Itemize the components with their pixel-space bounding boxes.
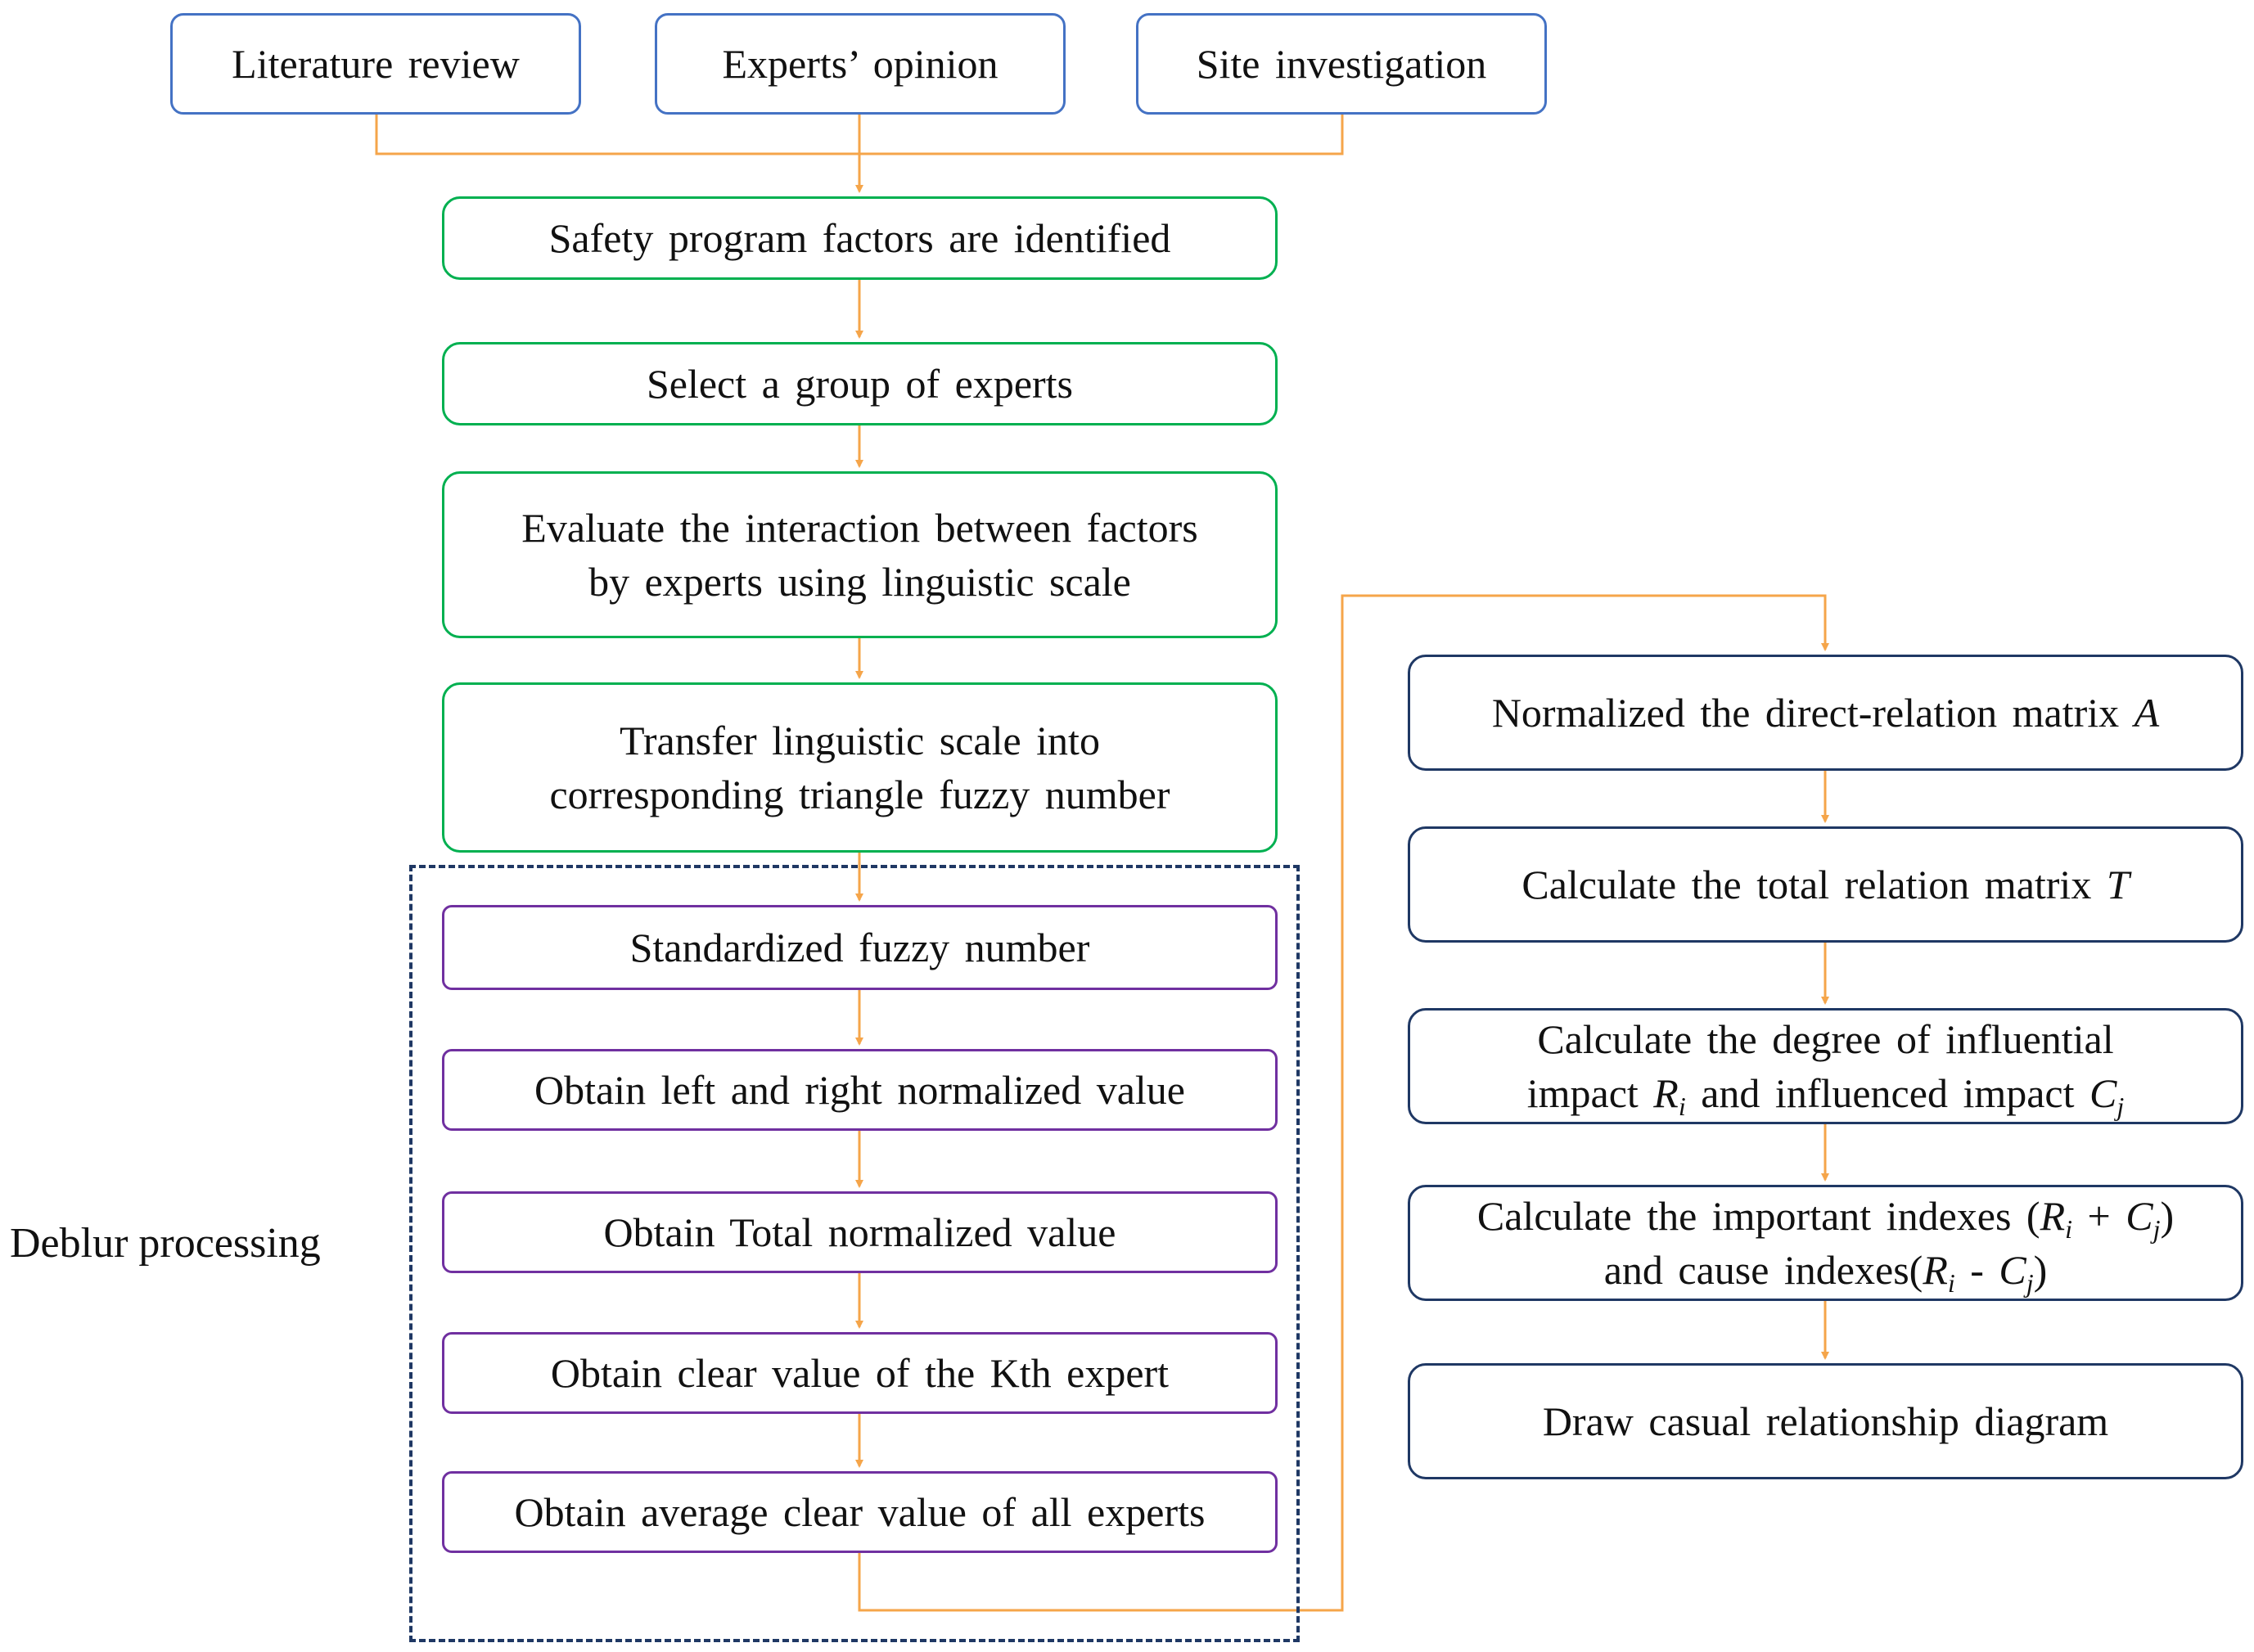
c-symbol: C [2089, 1070, 2117, 1116]
source-site-investigation-label: Site investigation [1196, 41, 1487, 87]
deblur-step-standardized-label: Standardized fuzzy number [629, 925, 1090, 970]
c-subscript: j [2153, 1214, 2161, 1244]
dematel-step-causal-diagram: Draw casual relationship diagram [1408, 1363, 2243, 1479]
c-symbol: C [2126, 1193, 2153, 1239]
minus-sign: - [1954, 1247, 1999, 1293]
step-identify-factors-label: Safety program factors are identified [548, 215, 1171, 261]
c-subscript: j [2026, 1268, 2034, 1298]
deblur-step-kth-expert-label: Obtain clear value of the Kth expert [550, 1350, 1170, 1396]
dematel-step-indexes-line-1: Calculate the important indexes (Ri + Cj… [1477, 1189, 2174, 1243]
source-experts-opinion: Experts’ opinion [655, 13, 1066, 115]
deblur-processing-frame [409, 865, 1300, 1642]
deblur-step-total-normalized: Obtain Total normalized value [442, 1191, 1278, 1273]
dematel-step-normalize: Normalized the direct-relation matrix A [1408, 655, 2243, 771]
matrix-a-symbol: A [2134, 690, 2160, 736]
dematel-step-normalize-text: Normalized the direct-relation matrix [1491, 690, 2135, 736]
step-evaluate-interaction-line-1: Evaluate the interaction between factors [521, 505, 1198, 551]
deblur-step-standardized: Standardized fuzzy number [442, 905, 1278, 990]
dematel-step-causal-diagram-label: Draw casual relationship diagram [1542, 1398, 2109, 1444]
connector-deblur-to-dematel [858, 594, 1829, 1612]
dematel-step-influential-impact-line-1: Calculate the degree of influential [1537, 1016, 2114, 1062]
r-subscript: i [1678, 1092, 1686, 1121]
important-indexes-text: Calculate the important indexes ( [1476, 1193, 2040, 1239]
dematel-step-normalize-label: Normalized the direct-relation matrix A [1492, 686, 2159, 740]
r-subscript: i [2065, 1214, 2072, 1244]
step-evaluate-interaction-line-2: by experts using linguistic scale [588, 559, 1131, 605]
source-site-investigation: Site investigation [1136, 13, 1547, 115]
step-transfer-fuzzy-line-1: Transfer linguistic scale into [620, 718, 1100, 763]
deblur-step-average-clear: Obtain average clear value of all expert… [442, 1471, 1278, 1553]
source-literature-review: Literature review [170, 13, 581, 115]
close-paren: ) [2033, 1247, 2048, 1293]
deblur-step-left-right: Obtain left and right normalized value [442, 1049, 1278, 1131]
influenced-impact-text: and influenced impact [1685, 1070, 2089, 1116]
source-experts-opinion-label: Experts’ opinion [722, 41, 999, 87]
r-symbol: R [1923, 1247, 1948, 1293]
step-identify-factors: Safety program factors are identified [442, 196, 1278, 280]
close-paren: ) [2160, 1193, 2175, 1239]
deblur-step-kth-expert: Obtain clear value of the Kth expert [442, 1332, 1278, 1414]
dematel-step-indexes: Calculate the important indexes (Ri + Cj… [1408, 1185, 2243, 1301]
step-transfer-fuzzy-line-2: corresponding triangle fuzzy number [549, 772, 1170, 817]
r-symbol: R [2040, 1193, 2066, 1239]
source-literature-review-label: Literature review [232, 41, 520, 87]
dematel-step-indexes-line-2: and cause indexes(Ri - Cj) [1604, 1243, 2048, 1297]
dematel-step-total-relation: Calculate the total relation matrix T [1408, 826, 2243, 943]
dematel-step-influential-impact: Calculate the degree of influential impa… [1408, 1008, 2243, 1124]
matrix-t-symbol: T [2106, 862, 2130, 907]
step-select-experts-label: Select a group of experts [646, 361, 1074, 407]
c-subscript: j [2117, 1092, 2125, 1121]
r-subscript: i [1947, 1268, 1955, 1298]
dematel-step-influential-impact-line-2: impact Ri and influenced impact Cj [1527, 1066, 2125, 1120]
dematel-step-total-relation-text: Calculate the total relation matrix [1521, 862, 2107, 907]
step-transfer-fuzzy: Transfer linguistic scale into correspon… [442, 682, 1278, 853]
step-evaluate-interaction: Evaluate the interaction between factors… [442, 471, 1278, 638]
plus-sign: + [2072, 1193, 2126, 1239]
step-select-experts: Select a group of experts [442, 342, 1278, 425]
cause-indexes-text: and cause indexes( [1603, 1247, 1923, 1293]
deblur-step-average-clear-label: Obtain average clear value of all expert… [514, 1489, 1206, 1535]
deblur-step-total-normalized-label: Obtain Total normalized value [603, 1209, 1116, 1255]
r-symbol: R [1653, 1070, 1679, 1116]
impact-text: impact [1526, 1070, 1654, 1116]
c-symbol: C [1999, 1247, 2026, 1293]
dematel-step-total-relation-label: Calculate the total relation matrix T [1521, 858, 2129, 912]
deblur-step-left-right-label: Obtain left and right normalized value [534, 1067, 1185, 1113]
deblur-processing-label: Deblur processing [10, 1220, 321, 1267]
